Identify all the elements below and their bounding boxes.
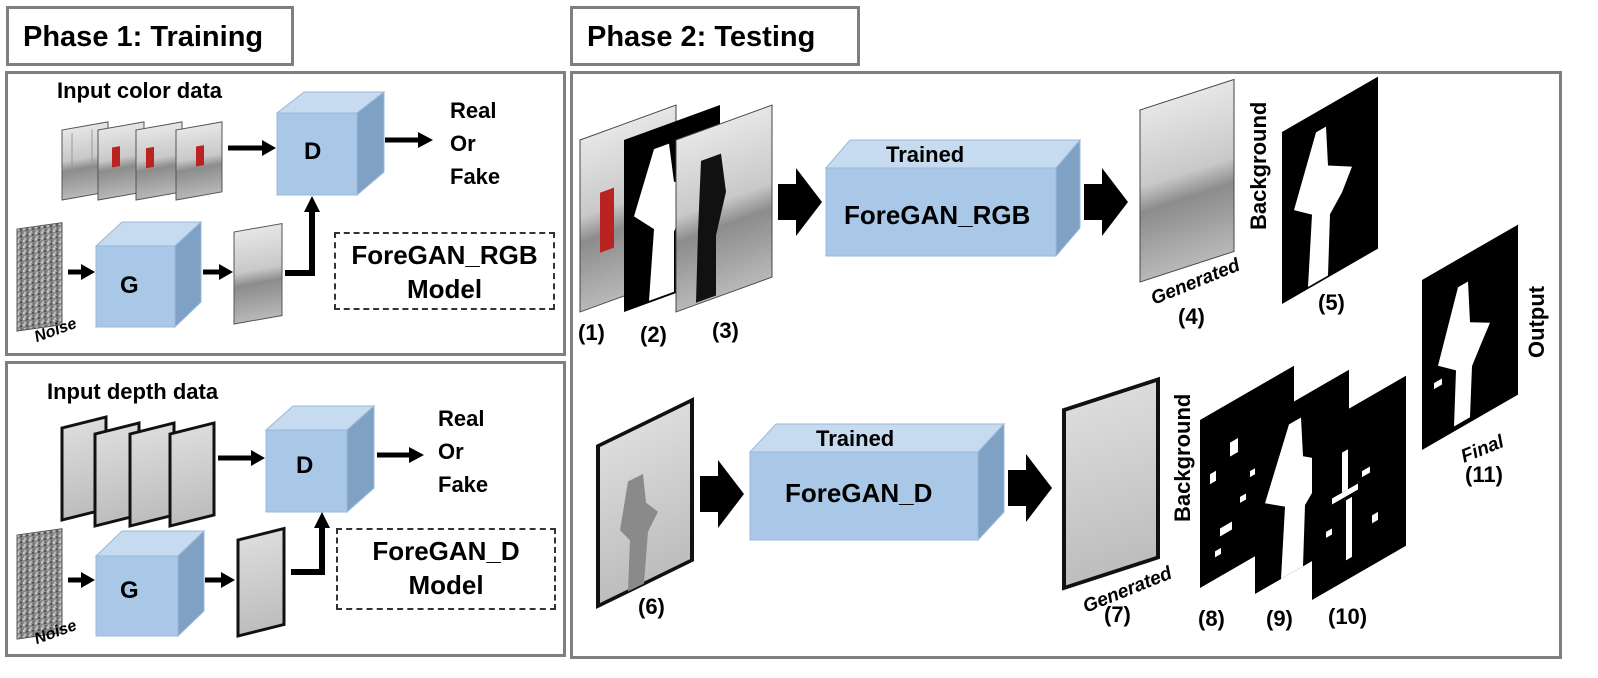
test-input-stack-rgb <box>579 104 773 313</box>
rgb-output-line-3: Fake <box>450 164 501 189</box>
phase1-title-text: Phase 1: Training <box>23 21 264 53</box>
number-label-6: (6) <box>638 594 665 619</box>
rgb-model-box: ForeGAN_RGB Model <box>334 232 555 310</box>
depth-output-line-1: Real <box>438 406 485 431</box>
rgb-output-line-1: Real <box>450 98 497 123</box>
phase2-title-text: Phase 2: Testing <box>587 21 816 53</box>
depth-discriminator-cube <box>264 404 376 514</box>
number-label-9: (9) <box>1266 606 1293 631</box>
depth-model-line-1: ForeGAN_D <box>372 536 520 566</box>
depth-real-or-fake: Real Or Fake <box>438 402 488 501</box>
output-label: Output <box>1524 285 1549 358</box>
rgb-discriminator-cube <box>275 90 386 197</box>
rgb-training-panel <box>5 71 566 356</box>
phase1-title: Phase 1: Training <box>6 6 294 66</box>
rgb-model-line-2: Model <box>406 274 483 304</box>
number-label-5: (5) <box>1318 290 1345 315</box>
background-label-rgb: Background <box>1246 101 1271 230</box>
depth-generator-cube <box>94 529 206 638</box>
depth-training-panel <box>5 361 566 657</box>
depth-model-box: ForeGAN_D Model <box>336 528 556 610</box>
depth-generator-label: G <box>120 577 139 604</box>
depth-input-frames <box>60 415 216 528</box>
depth-discriminator-label: D <box>296 452 314 479</box>
number-label-8: (8) <box>1198 606 1225 631</box>
trained-foregan-d-block <box>748 422 1006 542</box>
rgb-block-name: ForeGAN_RGB <box>844 200 1031 230</box>
depth-block-name: ForeGAN_D <box>785 478 933 508</box>
number-label-1: (1) <box>578 320 605 345</box>
background-label-depth: Background <box>1170 393 1195 522</box>
trained-foregan-rgb-block <box>824 138 1082 258</box>
number-label-10: (10) <box>1328 604 1368 629</box>
rgb-model-line-1: ForeGAN_RGB <box>351 240 538 270</box>
rgb-input-label: Input color data <box>57 78 222 103</box>
rgb-discriminator-label: D <box>304 138 322 165</box>
depth-output-line-3: Fake <box>438 472 489 497</box>
phase2-title: Phase 2: Testing <box>570 6 860 66</box>
rgb-input-frames <box>61 121 223 201</box>
number-label-3: (3) <box>712 318 739 343</box>
number-label-7: (7) <box>1104 602 1131 627</box>
number-label-4: (4) <box>1178 304 1205 329</box>
rgb-output-line-2: Or <box>450 131 476 156</box>
depth-input-label: Input depth data <box>47 379 219 404</box>
number-label-2: (2) <box>640 322 667 347</box>
rgb-real-or-fake: Real Or Fake <box>450 94 500 193</box>
testing-panel <box>570 71 1562 659</box>
depth-trained-label: Trained <box>816 426 895 451</box>
rgb-generator-cube <box>94 220 203 329</box>
rgb-generator-label: G <box>120 272 139 299</box>
number-label-11: (11) <box>1465 462 1503 487</box>
rgb-trained-label: Trained <box>886 142 965 167</box>
depth-model-line-2: Model <box>408 570 484 600</box>
depth-output-line-2: Or <box>438 439 464 464</box>
